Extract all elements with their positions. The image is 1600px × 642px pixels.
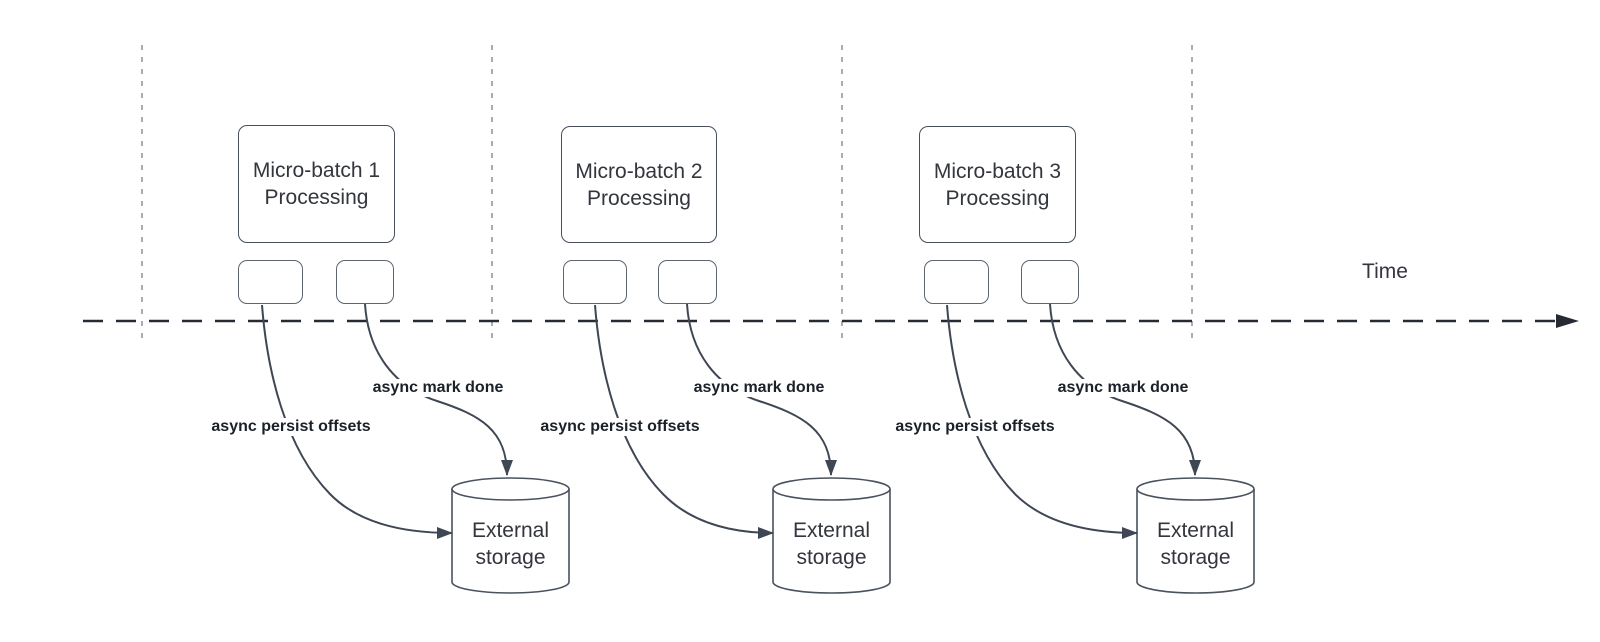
micro-batch-title-3: Micro-batch 3 Processing (933, 159, 1062, 210)
micro-batch-title-1: Micro-batch 1 Processing (252, 159, 381, 209)
mark-done-arrow-3 (1049, 303, 1201, 476)
external-storage-cylinder-1 (451, 477, 570, 594)
time-label: Time (1362, 260, 1408, 283)
persist-offsets-label-1: async persist offsets (209, 418, 373, 436)
external-storage-label-1: External storage (471, 519, 550, 569)
persist-offsets-port-1 (238, 260, 303, 304)
persist-offsets-arrow-1 (261, 304, 453, 539)
mark-done-label-3: async mark done (1055, 379, 1191, 397)
mark-done-port-1 (336, 260, 394, 304)
external-storage-label-3: External storage (1156, 519, 1235, 569)
persist-offsets-arrow-2 (594, 304, 774, 539)
micro-batch-title-2: Micro-batch 2 Processing (575, 159, 703, 210)
mark-done-label-1: async mark done (370, 379, 506, 397)
mark-done-arrow-2 (686, 303, 837, 476)
persist-offsets-label-3: async persist offsets (893, 418, 1057, 436)
external-storage-label-2: External storage (792, 519, 871, 569)
mark-done-arrow-1 (364, 303, 513, 476)
micro-batch-box-2: Micro-batch 2 Processing (561, 126, 717, 243)
persist-offsets-arrow-3 (946, 304, 1138, 539)
external-storage-cylinder-3 (1136, 477, 1255, 594)
persist-offsets-port-3 (924, 260, 989, 304)
mark-done-port-3 (1021, 260, 1079, 304)
micro-batch-box-3: Micro-batch 3 Processing (919, 126, 1076, 243)
mark-done-label-2: async mark done (691, 379, 827, 397)
mark-done-port-2 (658, 260, 717, 304)
persist-offsets-port-2 (563, 260, 627, 304)
micro-batch-box-1: Micro-batch 1 Processing (238, 125, 395, 243)
time-axis-arrowhead-icon (1556, 314, 1579, 328)
persist-offsets-label-2: async persist offsets (538, 418, 702, 436)
external-storage-cylinder-2 (772, 477, 891, 594)
